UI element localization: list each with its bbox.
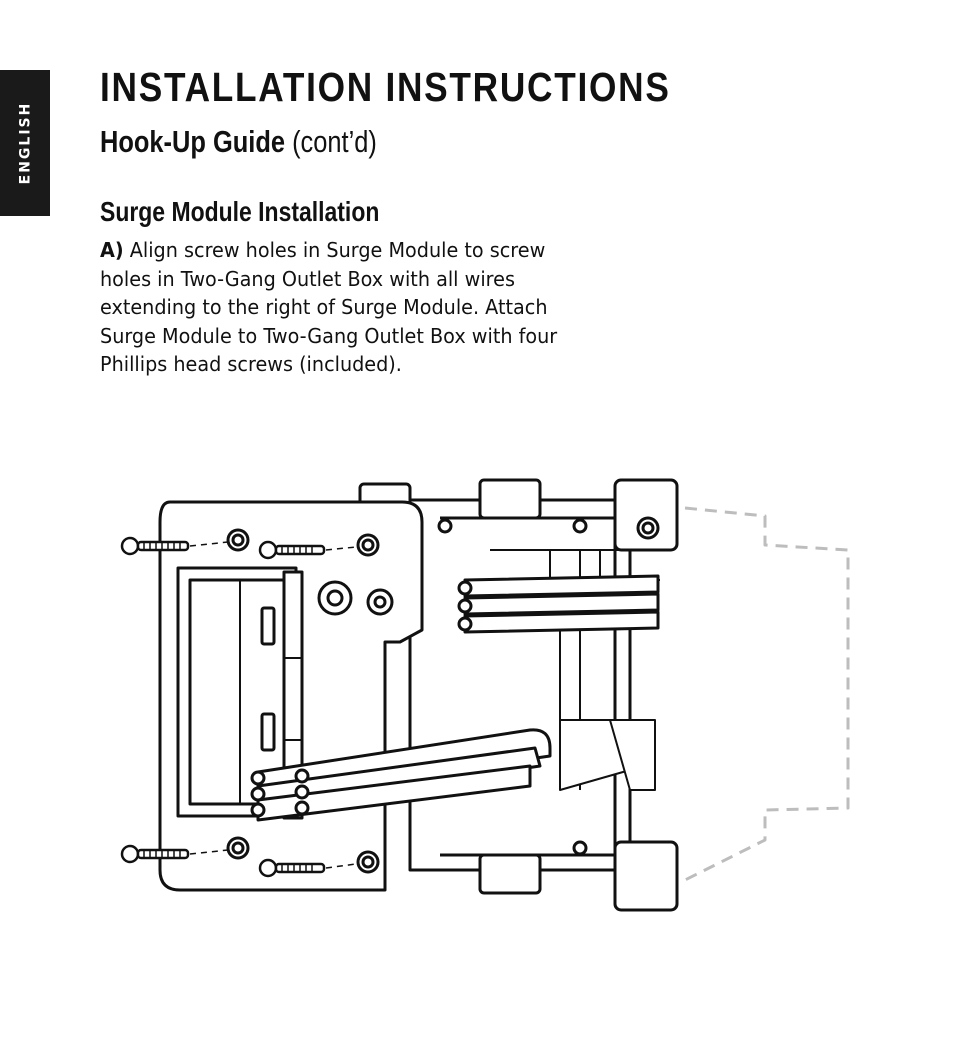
screws xyxy=(120,536,357,878)
page-title: INSTALLATION INSTRUCTIONS xyxy=(100,64,671,110)
screw-bottom-right xyxy=(258,858,357,878)
step-a-instruction: A) Align screw holes in Surge Module to … xyxy=(100,236,561,379)
screw-top-left xyxy=(120,536,229,556)
language-tab: ENGLISH xyxy=(0,70,50,216)
subtitle-regular: (cont’d) xyxy=(292,124,377,159)
screw-bottom-left xyxy=(120,844,229,864)
lower-wires xyxy=(250,728,552,822)
language-label: ENGLISH xyxy=(17,101,34,185)
subtitle-bold: Hook-Up Guide xyxy=(100,124,285,159)
surge-module-plate xyxy=(158,500,424,892)
section-heading: Surge Module Installation xyxy=(100,196,380,227)
screw-top-right xyxy=(258,540,357,560)
dashed-outline xyxy=(684,506,850,882)
step-body: Align screw holes in Surge Module to scr… xyxy=(100,238,558,377)
step-label: A) xyxy=(100,238,124,262)
upper-wires xyxy=(457,574,660,634)
page-subtitle: Hook-Up Guide (cont’d) xyxy=(100,124,377,160)
surge-module-diagram xyxy=(120,478,850,912)
